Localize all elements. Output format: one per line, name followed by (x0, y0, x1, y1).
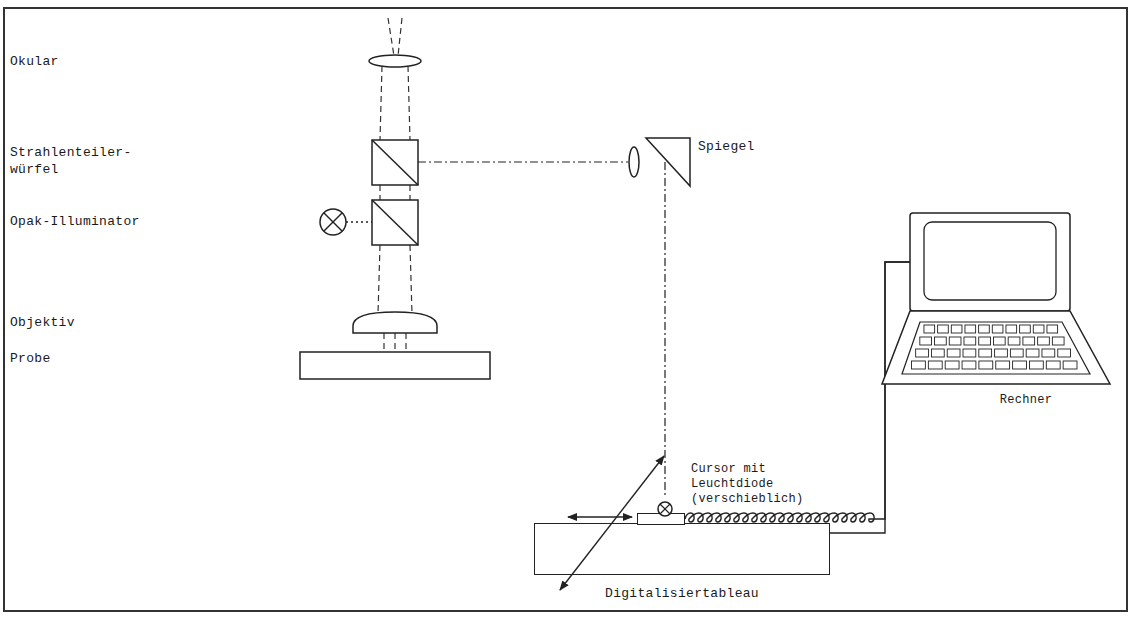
data-cable (830, 262, 910, 533)
motion-arrow (568, 516, 632, 517)
cursor-label: Cursor mit Leuchtdiode (verschieblich) (691, 462, 813, 507)
illumination-beam (346, 221, 372, 223)
mirror (646, 138, 690, 186)
frame (4, 8, 1127, 611)
computer-node: Rechner (880, 212, 1112, 417)
part-label: Spiegel (698, 138, 798, 155)
part-label: Strahlenteiler- würfel (10, 144, 138, 178)
sample (300, 352, 490, 379)
led-symbol (655, 499, 675, 519)
projection-beam (664, 162, 665, 498)
relay-lens (629, 147, 639, 177)
beam-splitter-cube (372, 140, 418, 185)
part-label: Probe (10, 350, 130, 367)
coiled-cable (685, 262, 910, 522)
part-label: Objektiv (10, 314, 130, 331)
eyepiece-lens (369, 55, 421, 67)
part-label: Okular (10, 53, 130, 70)
computer-outline (880, 212, 1112, 390)
lamp-symbol (320, 209, 346, 235)
tablet-surface (534, 523, 830, 575)
objective-lens (353, 312, 437, 333)
tablet-label: Digitalisiertableau (534, 585, 830, 602)
computer-label: Rechner (940, 392, 1112, 409)
cursor-puck-node: Cursor mit Leuchtdiode (verschieblich) (637, 462, 817, 525)
part-label: Opak-Illuminator (10, 213, 170, 230)
image-beam (418, 161, 628, 162)
illuminator-cube (372, 200, 418, 245)
digitizer-tablet-node: Digitalisiertableau (534, 523, 830, 607)
